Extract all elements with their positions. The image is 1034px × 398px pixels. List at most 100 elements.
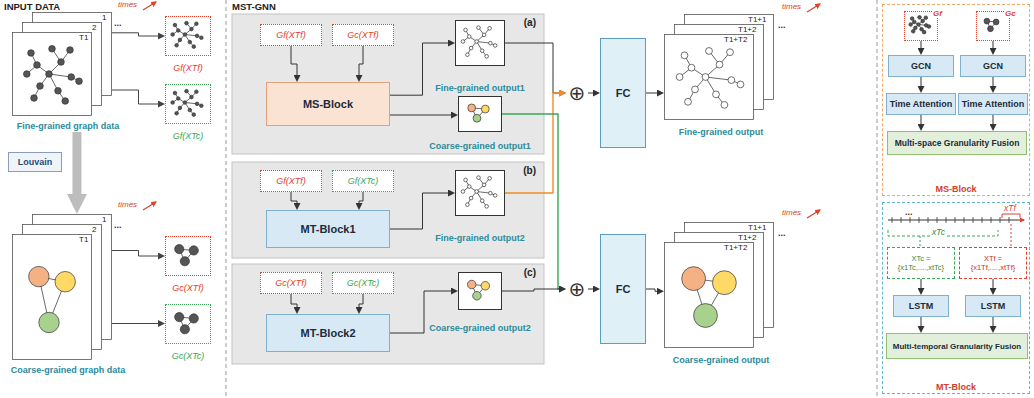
graph-vertex (728, 77, 735, 84)
time-arrow (807, 210, 820, 218)
node-text: (b) (523, 165, 536, 176)
graph-vertex (175, 245, 184, 254)
arrow-connector (359, 192, 363, 207)
module-panel: Gf(XTf)Gc(XTf)MS-BlockFine-grained outpu… (232, 14, 544, 154)
graph-vertex (716, 61, 723, 68)
output-icon: Coarse-grained output2 (428, 272, 532, 334)
sheet-number: 1 (102, 13, 106, 22)
node-text: Gf(XTc) (148, 131, 228, 141)
node-text: XTf = {x1Tf,....,xtTf} (962, 254, 1024, 272)
graph-vertex (924, 16, 928, 20)
input-tag: Gf(XTf) (260, 170, 322, 192)
process-box: Louvain (8, 152, 62, 172)
fc-layer: FC (600, 234, 646, 344)
node-text: LSTM (909, 301, 934, 311)
graph-sheet (665, 35, 754, 120)
arrow-connector (390, 193, 452, 229)
arrow-connector (112, 33, 162, 36)
timeline-tick (946, 217, 947, 223)
graph-illustration (664, 222, 774, 348)
arrow-connector (359, 46, 363, 79)
graph-vertex (173, 23, 177, 27)
arrow-connector (993, 317, 994, 330)
graph-vertex (910, 17, 914, 21)
graph-vertex (918, 16, 922, 20)
graph-vertex (461, 190, 465, 194)
graph-vertex (175, 112, 179, 116)
section-title: INPUT DATA (4, 1, 60, 12)
time-note: times (118, 200, 137, 209)
graph-vertex (200, 36, 204, 40)
arrow-connector (112, 323, 162, 324)
graph-vertex (469, 196, 473, 200)
graph-vertex (188, 40, 192, 44)
graph-illustration (12, 12, 112, 116)
output-icon: Fine-grained output1 (428, 20, 532, 94)
graph-frame (12, 12, 112, 116)
graph-figure (29, 266, 76, 332)
sheet-number: T1+T2 (724, 243, 747, 252)
arrow-connector (112, 251, 162, 257)
graph-vertex (911, 30, 915, 34)
graph-frame (165, 304, 211, 344)
series-label: xTc (930, 227, 947, 237)
graph-vertex (706, 48, 713, 55)
graph-illustration (12, 214, 112, 360)
graph-vertex (482, 33, 486, 37)
graph-vertex (192, 113, 196, 117)
node-text: Time Attention (962, 99, 1025, 109)
graph-vertex (49, 46, 56, 53)
node-text: GCN (911, 61, 931, 71)
node-text: Coarse-grained graph data (2, 365, 134, 375)
node-text: (a) (524, 17, 536, 28)
graph-vertex (485, 205, 489, 209)
sheet-number: T1+2 (738, 25, 756, 34)
graph-vertex (28, 50, 35, 57)
graph-stack: Coarse-grained output (664, 222, 778, 366)
timeline-tick (973, 217, 974, 223)
graph-frame (165, 84, 211, 124)
fusion-box: Multi-temporal Granularity Fusion (886, 333, 1028, 359)
graph-vertex (176, 29, 180, 33)
series-label: xTf (1002, 203, 1018, 213)
layer-box: GCN (888, 55, 954, 77)
arrow-connector (921, 77, 922, 90)
graph-illustration (166, 17, 209, 54)
node-text: Gc(XTf) (275, 278, 307, 288)
graph-vertex (185, 21, 189, 25)
graph-frame (664, 14, 774, 120)
graph-vertex (461, 40, 465, 44)
graph-vertex (34, 62, 41, 69)
graph-vertex (188, 108, 192, 112)
graph-illustration (459, 97, 500, 130)
layer-box: GCN (960, 55, 1026, 77)
arrow-connector (993, 115, 994, 128)
graph-sheet (13, 235, 92, 360)
separator-line (226, 0, 227, 398)
arrow-connector (390, 115, 455, 116)
graph-vertex (681, 52, 688, 59)
timeline-tick (982, 217, 983, 223)
graph-sheet (665, 243, 754, 348)
input-tag: Gc(XTf) (332, 24, 394, 46)
timeline-tick (910, 217, 911, 223)
graph-vertex (480, 199, 484, 203)
node-text: MT-Block (873, 382, 1034, 392)
arrow-connector (921, 41, 922, 52)
window-bracket (1002, 214, 1020, 218)
time-note: times (118, 0, 137, 9)
graph-vertex (180, 325, 189, 334)
graph-vertex (467, 185, 471, 189)
block-box: MT-Block2 (266, 314, 390, 352)
graph-vertex (488, 26, 492, 30)
graph-frame (165, 236, 211, 276)
time-arrow (807, 4, 820, 12)
graph-vertex (727, 49, 734, 56)
graph-vertex (173, 91, 177, 95)
graph-vertex (68, 74, 75, 81)
graph-vertex (682, 267, 706, 291)
graph-figure (171, 21, 203, 48)
node-text: Gc(XTc) (347, 278, 380, 288)
arrow-connector (502, 289, 563, 291)
separator-line (877, 0, 878, 398)
